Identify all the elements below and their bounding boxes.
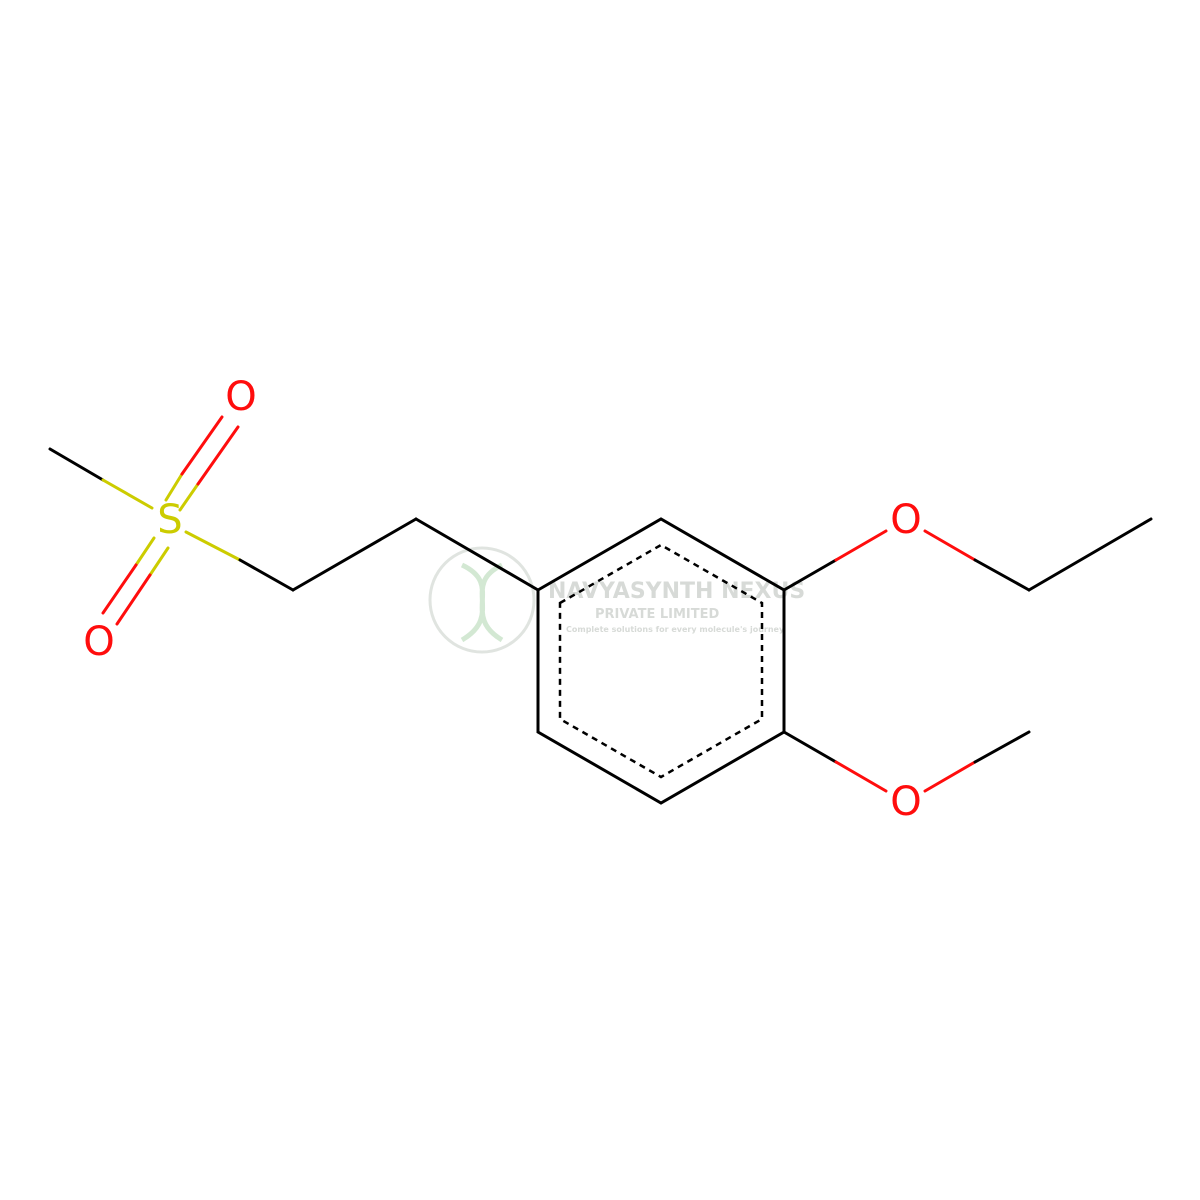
atom-sulfur: S bbox=[157, 497, 182, 543]
watermark-dna-icon bbox=[460, 562, 504, 643]
atom-oxygen-sulfonyl-top: O bbox=[225, 374, 256, 420]
bond-so-top-b-yellow bbox=[178, 482, 200, 512]
bond-so-bottom-b-yellow bbox=[148, 546, 170, 577]
bond-ethyl-ch3 bbox=[1027, 517, 1153, 592]
watermark-subtitle: PRIVATE LIMITED bbox=[595, 607, 720, 622]
bond-methyl-sulfur-colored bbox=[101, 478, 154, 510]
atom-oxygen-sulfonyl-bottom: O bbox=[83, 619, 114, 665]
watermark: NAVYASYNTH NEXUS PRIVATE LIMITED Complet… bbox=[428, 546, 805, 654]
bond-ch2-ring bbox=[414, 517, 540, 592]
bond-oethoxy-ch2 bbox=[973, 558, 1031, 592]
bond-so-bottom-b-red bbox=[115, 573, 152, 626]
bond-methyl-sulfur bbox=[48, 447, 105, 482]
bond-sulfur-ch2 bbox=[238, 558, 295, 592]
watermark-tagline: Complete solutions for every molecule's … bbox=[566, 625, 785, 634]
watermark-company: NAVYASYNTH NEXUS bbox=[548, 579, 805, 604]
bond-ring-oethoxy bbox=[782, 558, 838, 592]
bond-so-bottom-a-yellow bbox=[134, 536, 156, 567]
watermark-logo-circle bbox=[428, 546, 536, 654]
bond-so-top-a-red bbox=[180, 415, 224, 476]
bond-ring-oethoxy-red bbox=[834, 529, 888, 562]
atom-oxygen-ethoxy: O bbox=[890, 497, 921, 543]
atom-oxygen-methoxy: O bbox=[890, 779, 921, 825]
bond-omethoxy-ch3-red bbox=[923, 760, 977, 793]
bond-ring-omethoxy-red bbox=[834, 760, 888, 793]
bond-oethoxy-ch2-red bbox=[923, 529, 977, 562]
benzene-ring bbox=[536, 517, 786, 805]
bond-sulfur-ch2-colored bbox=[184, 530, 242, 562]
bond-ch2-ch2 bbox=[291, 517, 418, 592]
bond-omethoxy-ch3 bbox=[973, 730, 1031, 764]
bond-ring-omethoxy bbox=[782, 730, 838, 764]
bond-so-bottom-a-red bbox=[101, 563, 138, 615]
bond-so-top-b-red bbox=[196, 425, 240, 486]
bond-so-top-a-yellow bbox=[164, 472, 184, 502]
